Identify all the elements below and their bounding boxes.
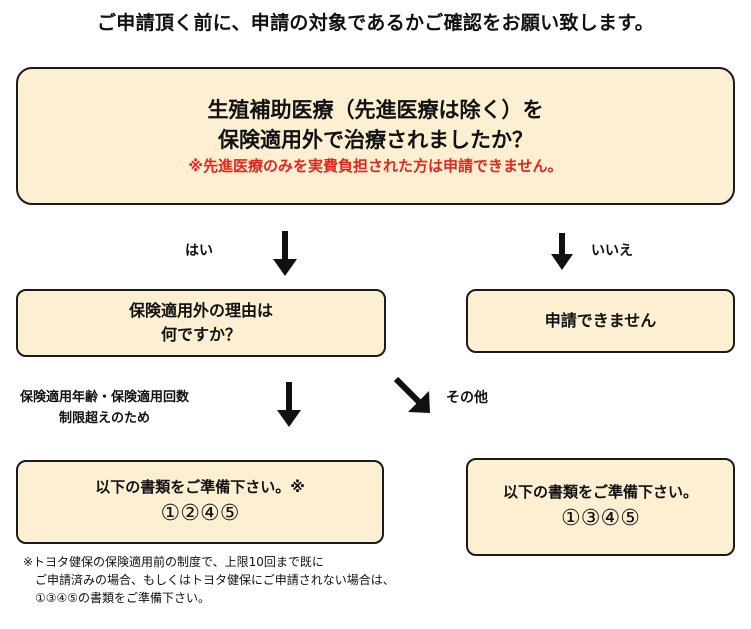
documents-b-numbers: ①③④⑤ [561, 506, 640, 531]
question-warning-note: ※先進医療のみを実費負担された方は申請できません。 [188, 157, 563, 175]
down-arrow-icon [551, 233, 573, 270]
footnote: ※トヨタ健保の保険適用前の制度で、上限10回まで既に ご申請済みの場合、もしくは… [23, 553, 395, 607]
page-title: ご申請頂く前に、申請の対象であるかご確認をお願い致します。 [96, 12, 655, 34]
age-limit-line-1: 保険適用年齢・保険適用回数 [20, 390, 190, 405]
yes-label: はい [185, 243, 213, 259]
reason-line-1: 保険適用外の理由は [128, 301, 273, 320]
age-limit-line-2: 制限超えのため [59, 411, 151, 426]
down-arrow-icon [277, 382, 301, 427]
result-box-documents-a: 以下の書類をご準備下さい。※ ①②④⑤ [16, 460, 384, 544]
not-eligible-text: 申請できません [544, 311, 657, 330]
question-box-reason: 保険適用外の理由は 何ですか？ [16, 289, 386, 357]
no-label: いいえ [591, 243, 633, 259]
other-label: その他 [446, 390, 488, 406]
age-limit-label: 保険適用年齢・保険適用回数 制限超えのため [20, 387, 189, 429]
footnote-line-1: ※トヨタ健保の保険適用前の制度で、上限10回まで既に [23, 555, 324, 569]
reason-line-2: 何ですか？ [160, 325, 241, 344]
footnote-line-3: ①③④⑤の書類をご準備下さい。 [35, 591, 211, 605]
down-arrow-icon [273, 231, 297, 276]
diagonal-arrow-icon [393, 376, 430, 413]
documents-a-numbers: ①②④⑤ [160, 501, 240, 526]
question-line-1: 生殖補助医療（先進医療は除く）を [207, 98, 544, 122]
result-box-documents-b: 以下の書類をご準備下さい。 ①③④⑤ [466, 458, 735, 556]
question-box-treatment: 生殖補助医療（先進医療は除く）を 保険適用外で治療されましたか？ ※先進医療のみ… [16, 67, 735, 205]
documents-a-instruction: 以下の書類をご準備下さい。※ [95, 478, 305, 496]
footnote-line-2: ご申請済みの場合、もしくはトヨタ健保にご申請されない場合は、 [35, 573, 395, 587]
result-box-not-eligible: 申請できません [466, 289, 735, 353]
question-line-2: 保険適用外で治療されましたか？ [218, 128, 533, 152]
documents-b-instruction: 以下の書類をご準備下さい。 [502, 483, 698, 501]
